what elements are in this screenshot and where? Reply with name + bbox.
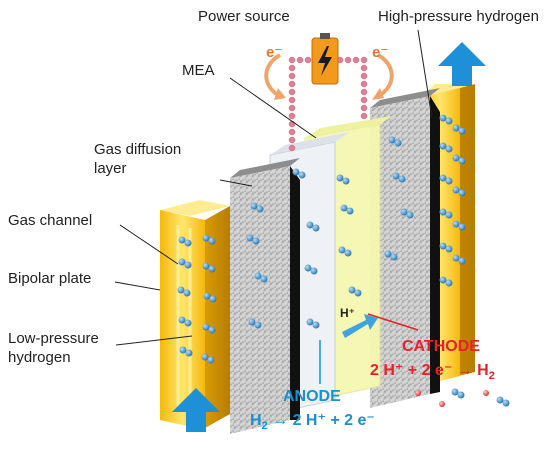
- outlet-arrow: [438, 42, 486, 86]
- anode-equation: H2 → 2 H⁺ + 2 e⁻: [250, 412, 375, 433]
- arrow-head-left: [274, 88, 286, 100]
- left-gas-diffusion-layer: [230, 158, 300, 434]
- power-source-label: Power source: [198, 8, 290, 25]
- arrow-head-right: [372, 88, 384, 100]
- cathode-equation: 2 H⁺ + 2 e⁻ → H2: [370, 362, 495, 383]
- mea-label: MEA: [182, 62, 215, 79]
- electron-label-right: e⁻: [372, 44, 389, 61]
- gas-diffusion-label-line2: layer: [94, 160, 127, 177]
- proton-particles: [415, 390, 489, 407]
- hydrogen-molecules: [177, 114, 510, 407]
- low-pressure-label-line2: hydrogen: [8, 349, 71, 366]
- proton-arrow: [342, 314, 378, 338]
- electron-label-left: e⁻: [266, 44, 283, 61]
- electron-flow-arrows: [264, 53, 394, 97]
- inlet-arrow: [172, 388, 220, 432]
- proton-label: H⁺: [340, 306, 355, 320]
- electron-circuit: [288, 56, 368, 152]
- leader-lines: [114, 29, 433, 384]
- low-pressure-label-line1: Low-pressure: [8, 330, 99, 347]
- battery-icon: [311, 33, 339, 85]
- gas-channel-label: Gas channel: [8, 212, 93, 229]
- high-pressure-hydrogen-label: High-pressure hydrogen: [378, 8, 539, 25]
- anode-title: ANODE: [283, 388, 341, 405]
- bipolar-plate-label: Bipolar plate: [8, 270, 92, 287]
- cathode-title: CATHODE: [402, 338, 480, 355]
- gas-diffusion-label-line1: Gas diffusion: [94, 141, 182, 158]
- right-gas-diffusion-layer: [370, 88, 440, 408]
